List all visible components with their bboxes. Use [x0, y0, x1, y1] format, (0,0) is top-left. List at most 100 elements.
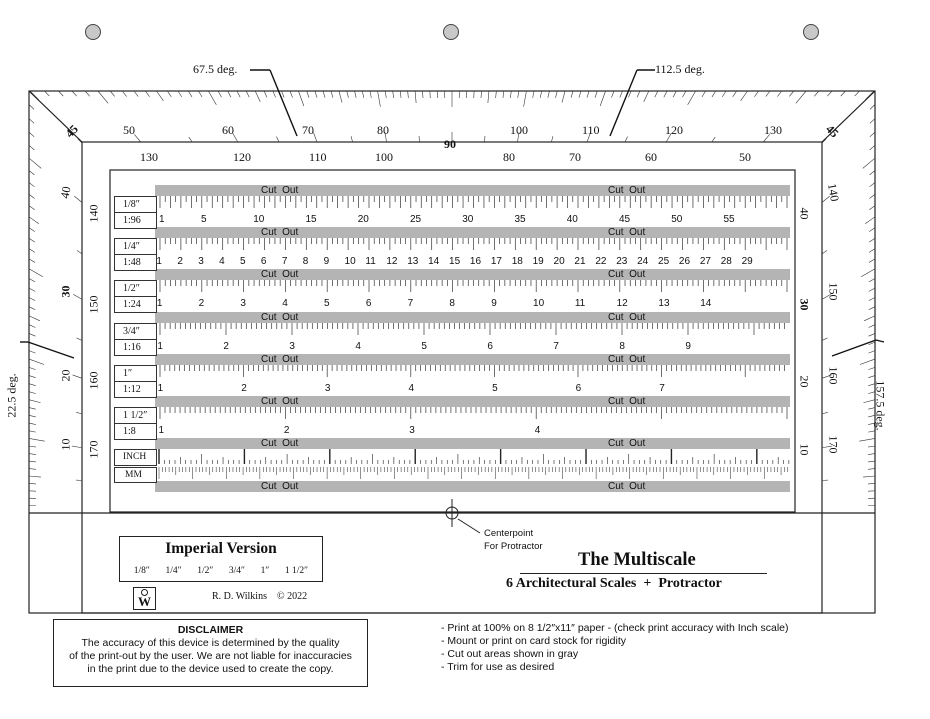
- cut-out-label: Cut Out: [261, 185, 299, 196]
- protractor-tick: [28, 287, 36, 292]
- protractor-inner-tick: [188, 136, 193, 143]
- scale-number: 4: [408, 383, 415, 394]
- protractor-tick: [188, 90, 193, 98]
- scale-number: 5: [421, 341, 427, 352]
- protractor-tick: [28, 324, 36, 328]
- protractor-tick: [868, 422, 876, 425]
- protractor-tick: [346, 90, 349, 98]
- scale-number: 11: [574, 298, 586, 309]
- protractor-tick: [868, 238, 876, 243]
- protractor-inner-tick: [624, 136, 628, 143]
- scale-ratio: 1:48: [123, 256, 141, 268]
- protractor-tick: [869, 118, 876, 124]
- callout-157-5: 157.5 deg.: [873, 380, 888, 431]
- logo-dot: [141, 589, 148, 596]
- protractor-tick: [740, 90, 748, 102]
- cut-out-label: Cut Out: [261, 269, 299, 280]
- imperial-version-box: Imperial Version 1/8″1/4″1/2″3/4″1″1 1/2…: [119, 536, 323, 582]
- right-inner-label-140: 140: [825, 182, 842, 203]
- protractor-tick: [561, 90, 566, 103]
- cut-out-label: Cut Out: [608, 185, 646, 196]
- protractor-tick: [721, 90, 727, 98]
- punch-hole-left: [85, 24, 101, 40]
- protractor-tick: [384, 90, 387, 98]
- right-label-10: 10: [797, 443, 812, 456]
- protractor-inner-tick: [821, 294, 831, 300]
- scale-number: 9: [323, 256, 330, 267]
- protractor-tick: [28, 468, 36, 470]
- scale-number: 8: [449, 298, 455, 309]
- scale-number: 6: [575, 383, 582, 394]
- left-inner-label-170: 170: [86, 440, 101, 459]
- protractor-tick: [868, 367, 876, 370]
- scale-number: 15: [449, 256, 461, 267]
- protractor-tick: [795, 90, 807, 104]
- outer-angle-label: 110: [582, 123, 600, 137]
- protractor-inner-tick: [763, 134, 770, 143]
- protractor-inner-tick: [76, 337, 83, 341]
- scale-number: 1: [156, 298, 163, 309]
- protractor-tick: [306, 90, 310, 98]
- protractor-tick: [628, 90, 632, 98]
- left-inner-label-150: 150: [86, 295, 101, 314]
- protractor-inner-tick: [665, 133, 672, 143]
- protractor-inner-tick: [517, 132, 520, 143]
- protractor-tick: [840, 90, 846, 97]
- protractor-inner-tick: [384, 132, 387, 143]
- inch-label-box: INCH: [114, 449, 157, 466]
- protractor-tick: [133, 90, 139, 97]
- right-label-40: 40: [797, 207, 812, 220]
- scale-number: 12: [616, 298, 628, 309]
- scale-ruler: [159, 238, 788, 250]
- cut-out-band: Cut Out Cut Out: [155, 185, 790, 196]
- disclaimer-line: in the print due to the device used to c…: [87, 663, 334, 675]
- scale-number: 13: [658, 298, 670, 309]
- scale-number: 5: [324, 298, 330, 309]
- inner-angle-label: 100: [375, 150, 393, 164]
- protractor-tick: [869, 227, 876, 232]
- mm-label: MM: [125, 470, 142, 480]
- scale-number: 12: [386, 256, 398, 267]
- protractor-inner-tick: [551, 136, 554, 143]
- scale-number: 3: [240, 298, 246, 309]
- protractor-inner-tick: [821, 445, 832, 449]
- protractor-tick: [687, 90, 696, 106]
- scale-number: 6: [260, 256, 267, 267]
- right-inner-label-160: 160: [826, 366, 841, 385]
- protractor-tick: [869, 104, 876, 110]
- scale-fraction: 1/2″: [115, 281, 156, 297]
- left-label-10: 10: [58, 438, 73, 451]
- protractor-tick: [399, 90, 402, 98]
- protractor-inner-tick: [134, 134, 141, 143]
- scale-number: 1: [159, 214, 165, 225]
- print-notes: - Print at 100% on 8 1/2″x11″ paper - (c…: [441, 622, 788, 674]
- protractor-tick: [869, 170, 876, 176]
- protractor-tick: [28, 278, 36, 283]
- scale-number: 29: [741, 256, 753, 267]
- inner-angle-label: 110: [309, 150, 327, 164]
- scale-number: 28: [720, 256, 732, 267]
- scale-number: 55: [723, 214, 735, 225]
- label-90: 90: [444, 137, 456, 151]
- cut-out-label: Cut Out: [608, 312, 646, 323]
- protractor-tick: [502, 90, 505, 98]
- protractor-tick: [28, 268, 44, 278]
- protractor-tick: [28, 415, 36, 418]
- scale-number: 24: [637, 256, 649, 267]
- scale-number: 9: [685, 341, 691, 352]
- scale-ratio: 1:24: [123, 298, 141, 310]
- scale-number: 23: [616, 256, 628, 267]
- protractor-tick: [28, 358, 45, 365]
- scale-number: 10: [533, 298, 545, 309]
- right-label-30: 30: [797, 298, 812, 311]
- protractor-tick: [298, 90, 305, 107]
- protractor-tick: [863, 399, 876, 404]
- protractor-tick: [28, 248, 36, 253]
- protractor-tick: [869, 194, 876, 199]
- protractor-inner-tick: [821, 412, 828, 415]
- protractor-tick: [672, 90, 677, 98]
- scale-number: 1: [157, 341, 163, 352]
- scale-number: 5: [492, 383, 498, 394]
